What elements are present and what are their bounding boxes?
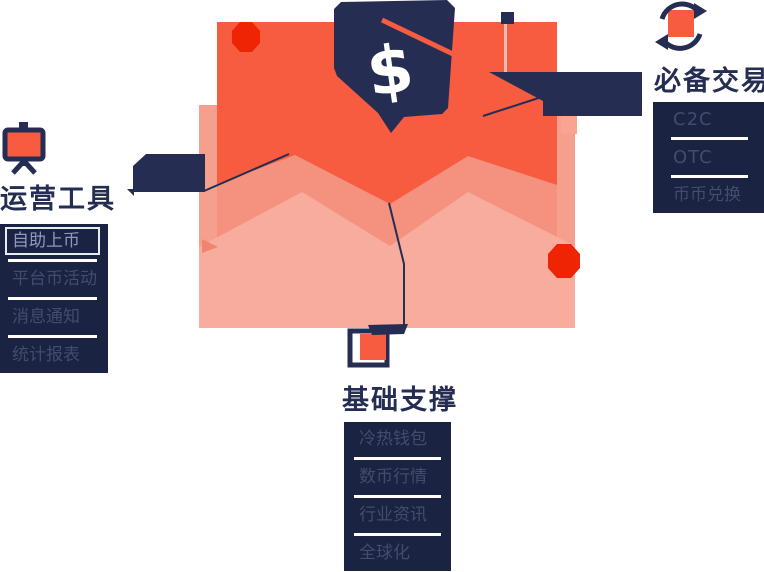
support-item-label: 全球化 <box>359 543 410 563</box>
bottom-connector-line <box>388 202 405 326</box>
support-panel: 冷热钱包 数币行情 行业资讯 全球化 <box>344 422 451 571</box>
panel-separator <box>354 457 441 460</box>
red-octagon-top <box>232 22 260 52</box>
trading-item[interactable]: OTC <box>653 140 764 175</box>
panel-separator <box>8 297 97 300</box>
trading-panel: C2C OTC 币币兑换 <box>653 102 764 213</box>
operations-item-label: 消息通知 <box>12 307 80 327</box>
support-item-label: 数币行情 <box>359 467 427 487</box>
selected-item-border <box>5 227 100 255</box>
panel-separator <box>8 259 97 262</box>
support-item[interactable]: 全球化 <box>344 536 451 571</box>
trading-item-label: C2C <box>673 109 713 130</box>
support-item[interactable]: 行业资讯 <box>344 498 451 533</box>
panel-separator <box>8 335 97 338</box>
operations-item-label: 统计报表 <box>12 345 80 365</box>
right-banner-line <box>482 91 558 117</box>
operations-group-title: 运营工具 <box>0 184 116 215</box>
panel-separator <box>671 137 748 140</box>
frame-square-icon <box>347 324 408 368</box>
trading-item[interactable]: C2C <box>653 102 764 137</box>
support-item-label: 冷热钱包 <box>359 429 427 449</box>
operations-item-selected[interactable]: 自助上币 <box>0 224 108 259</box>
operations-item-label: 平台币活动 <box>12 269 97 289</box>
left-banner-tick <box>127 189 134 196</box>
dollar-bubble <box>334 0 455 133</box>
presentation-board-icon <box>2 122 46 175</box>
panel-separator <box>354 495 441 498</box>
support-flag <box>368 324 408 335</box>
dollar-symbol: $ <box>362 29 418 112</box>
support-group-title: 基础支撑 <box>342 385 458 416</box>
square-dot <box>501 12 514 24</box>
panel-separator <box>671 175 748 178</box>
operations-item[interactable]: 平台币活动 <box>0 262 108 297</box>
envelope-front-pocket <box>199 192 575 328</box>
banner-salmon-square <box>561 116 577 134</box>
red-octagon-right <box>548 244 580 278</box>
refresh-arrows-icon <box>655 1 707 51</box>
trading-item-label: 币币兑换 <box>673 185 741 205</box>
operations-item[interactable]: 统计报表 <box>0 338 108 373</box>
drop-line <box>504 24 507 80</box>
operations-item-label: 自助上币 <box>12 231 80 251</box>
support-item[interactable]: 数币行情 <box>344 460 451 495</box>
support-item-label: 行业资讯 <box>359 505 427 525</box>
left-connector-line <box>203 153 290 192</box>
trading-group-title: 必备交易 <box>654 66 764 97</box>
support-item[interactable]: 冷热钱包 <box>344 422 451 457</box>
operations-panel: 自助上币 平台币活动 消息通知 统计报表 <box>0 224 108 373</box>
left-banner <box>133 154 205 192</box>
trading-item[interactable]: 币币兑换 <box>653 178 764 213</box>
operations-item[interactable]: 消息通知 <box>0 300 108 335</box>
bubble-stripe <box>380 17 455 57</box>
right-banner-arrow <box>489 72 642 116</box>
pocket-fold-triangle <box>202 239 218 253</box>
panel-separator <box>354 533 441 536</box>
trading-item-label: OTC <box>673 147 713 168</box>
